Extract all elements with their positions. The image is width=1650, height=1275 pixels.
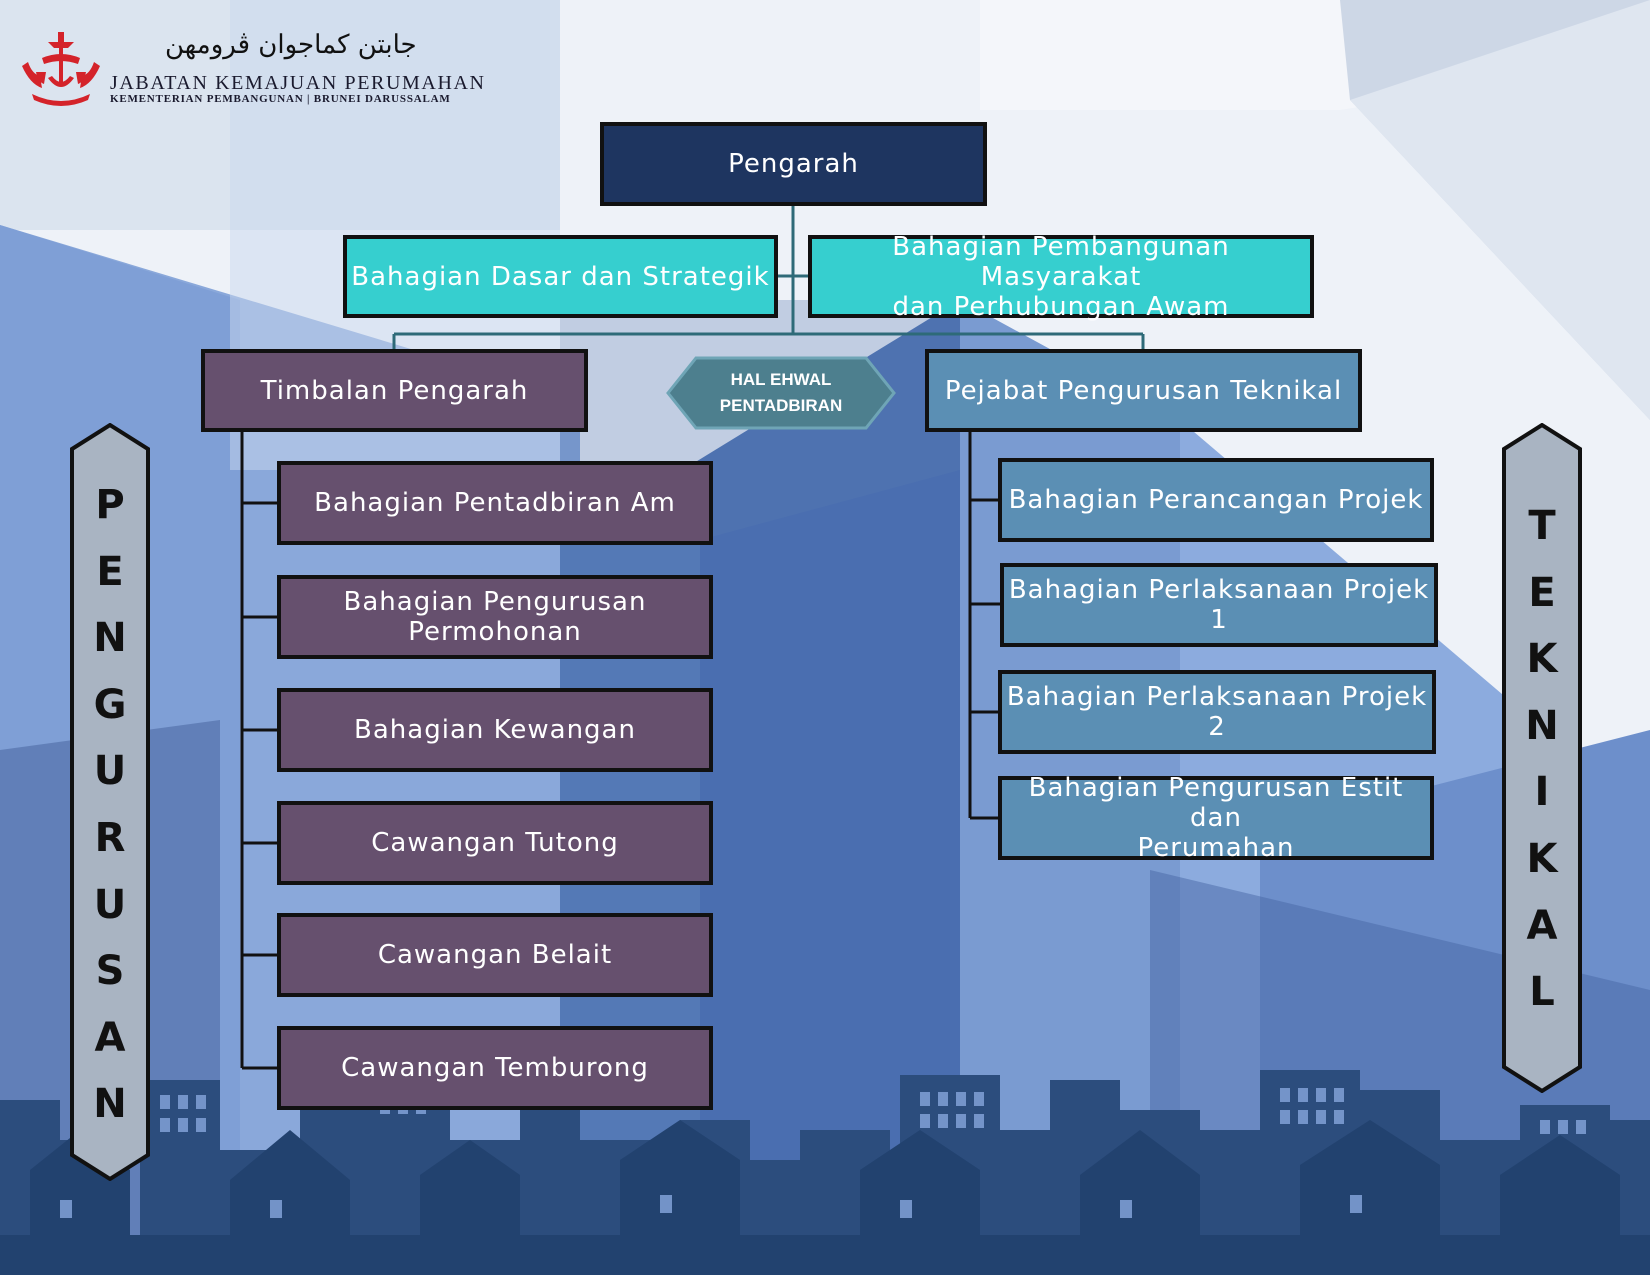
banner-letter: U — [93, 748, 127, 795]
banner-letter: K — [1526, 835, 1558, 882]
banner-letter: N — [93, 1081, 127, 1128]
administration-affairs-label: HAL EHWAL PENTADBIRAN — [668, 358, 894, 428]
technical-unit-box: Bahagian Perlaksanaan Projek 1 — [1000, 563, 1438, 647]
management-unit-box: Cawangan Belait — [277, 913, 713, 997]
technical-unit-label-line2: Perumahan — [1137, 833, 1295, 863]
technical-unit-label: Bahagian Perancangan Projek — [1008, 485, 1424, 515]
technical-banner — [1502, 423, 1582, 1093]
technical-banner-text: T E K N I K A L — [1514, 493, 1570, 1026]
brunei-crest-icon — [22, 32, 100, 106]
logo-title: JABATAN KEMAJUAN PERUMAHAN — [110, 72, 486, 94]
technical-unit-label: Bahagian Pengurusan Estit dan — [1028, 773, 1404, 833]
administration-affairs-line1: HAL EHWAL — [730, 370, 832, 389]
banner-letter: A — [94, 1014, 126, 1061]
management-unit-box: Bahagian Pengurusan Permohonan — [277, 575, 713, 659]
banner-letter: N — [93, 615, 127, 662]
logo-arabic-name: جابتن كماجوان ڤرومهن — [165, 30, 417, 60]
management-unit-label: Cawangan Tutong — [371, 828, 619, 858]
management-unit-box: Bahagian Kewangan — [277, 688, 713, 772]
technical-unit-box: Bahagian Perlaksanaan Projek 2 — [998, 670, 1436, 754]
banner-letter: T — [1528, 503, 1556, 549]
banner-letter: I — [1534, 769, 1550, 816]
banner-letter: S — [95, 948, 125, 995]
technical-unit-box: Bahagian Perancangan Projek — [998, 458, 1434, 542]
banner-letter: U — [93, 881, 127, 928]
department-logo — [18, 30, 458, 110]
technical-unit-label: Bahagian Perlaksanaan Projek 2 — [1006, 682, 1428, 742]
banner-letter: L — [1529, 969, 1555, 1016]
administration-affairs-hexagon — [666, 356, 896, 430]
management-unit-label: Bahagian Kewangan — [354, 715, 636, 745]
banner-letter: A — [1526, 902, 1558, 949]
banner-letter: K — [1526, 636, 1558, 683]
technical-office-label: Pejabat Pengurusan Teknikal — [944, 375, 1343, 406]
management-unit-label: Bahagian Pentadbiran Am — [314, 488, 676, 518]
policy-strategy-label: Bahagian Dasar dan Strategik — [351, 261, 770, 292]
management-banner-text: P E N G U R U S A N — [82, 472, 138, 1138]
banner-letter: R — [94, 814, 126, 861]
director-label: Pengarah — [728, 149, 859, 179]
technical-unit-label: Bahagian Perlaksanaan Projek 1 — [1008, 575, 1430, 635]
banner-letter: E — [1528, 569, 1556, 616]
management-unit-box: Cawangan Temburong — [277, 1026, 713, 1110]
management-unit-label: Bahagian Pengurusan — [343, 587, 647, 617]
management-unit-label: Cawangan Temburong — [341, 1053, 649, 1083]
community-pr-label-line2: dan Perhubungan Awam — [892, 291, 1230, 322]
management-unit-label-line2: Permohonan — [408, 617, 582, 647]
banner-letter: G — [93, 681, 127, 728]
management-unit-box: Bahagian Pentadbiran Am — [277, 461, 713, 545]
management-unit-box: Cawangan Tutong — [277, 801, 713, 885]
deputy-director-label: Timbalan Pengarah — [260, 375, 529, 406]
director-box: Pengarah — [600, 122, 987, 206]
administration-affairs-line2: PENTADBIRAN — [719, 396, 843, 415]
technical-office-box: Pejabat Pengurusan Teknikal — [925, 349, 1362, 432]
community-pr-box: Bahagian Pembangunan Masyarakat dan Perh… — [808, 231, 1314, 322]
deputy-director-box: Timbalan Pengarah — [201, 349, 588, 432]
technical-unit-box: Bahagian Pengurusan Estit dan Perumahan — [998, 773, 1434, 863]
banner-letter: P — [95, 482, 125, 528]
banner-letter: E — [96, 548, 124, 595]
community-pr-label-line1: Bahagian Pembangunan Masyarakat — [892, 231, 1230, 292]
policy-strategy-box: Bahagian Dasar dan Strategik — [343, 235, 778, 318]
management-unit-label: Cawangan Belait — [377, 940, 613, 970]
management-banner — [70, 423, 150, 1181]
banner-letter: N — [1525, 702, 1559, 749]
logo-subtitle: KEMENTERIAN PEMBANGUNAN | BRUNEI DARUSSA… — [110, 93, 451, 105]
